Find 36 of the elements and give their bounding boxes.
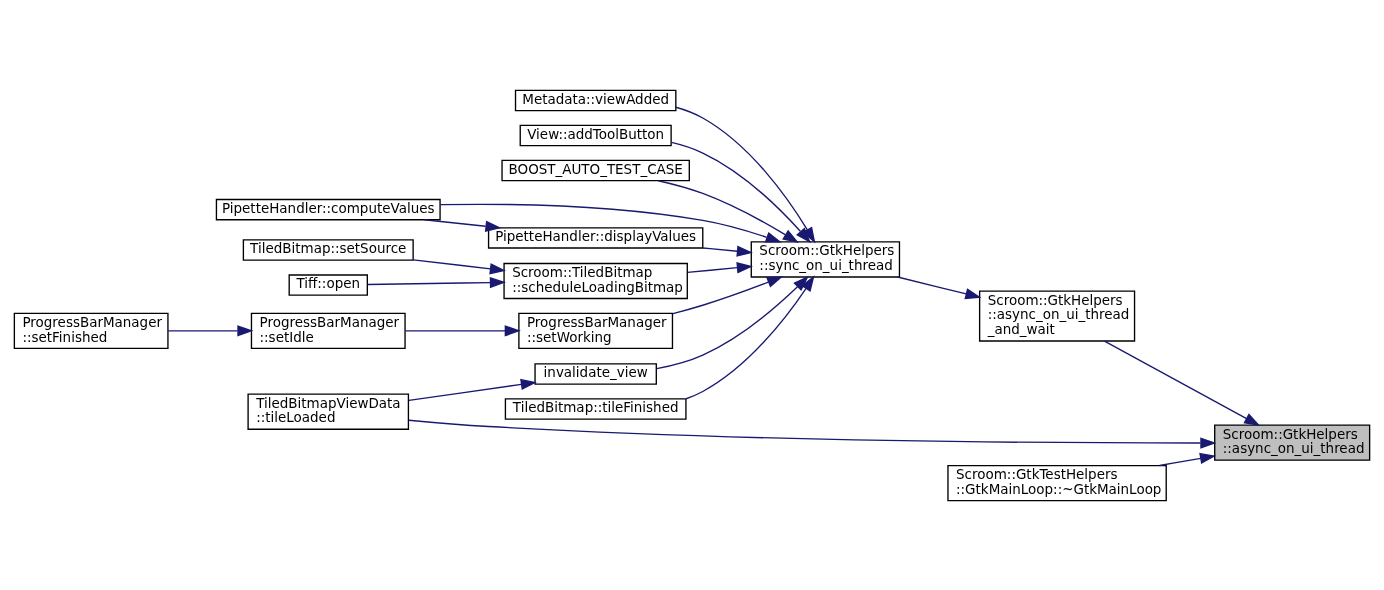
- arrow: [1158, 452, 1217, 466]
- arrow: [685, 274, 815, 399]
- arrow: [408, 378, 537, 401]
- arrow: [672, 275, 784, 314]
- node-box: Scroom::GtkHelpers ::sync_on_ui_thread: [750, 240, 901, 278]
- node-box: PipetteHandler::displayValues: [487, 226, 704, 249]
- node-box: ProgressBarManager ::setWorking: [518, 312, 674, 349]
- node-box: TiledBitmapViewData ::tileLoaded: [247, 393, 410, 430]
- node-box: invalidate_view: [534, 362, 657, 385]
- arrow: [167, 324, 254, 337]
- arrow: [412, 258, 506, 274]
- arrow: [896, 275, 982, 299]
- node-box: Scroom::GtkTestHelpers ::GtkMainLoop::~GtkMainLoop: [947, 464, 1167, 501]
- arrow: [670, 141, 811, 243]
- arrow: [439, 203, 782, 243]
- arrow: [702, 245, 753, 257]
- arrow: [423, 218, 502, 232]
- arrow: [656, 275, 809, 369]
- node-box: BOOST_AUTO_TEST_CASE: [501, 159, 690, 181]
- node-box: Scroom::TiledBitmap ::scheduleLoadingBitmap: [503, 262, 688, 299]
- node-box: ProgressBarManager ::setFinished: [13, 312, 169, 349]
- arrow: [366, 276, 506, 288]
- arrow: [408, 419, 1217, 449]
- node-box: PipetteHandler::computeValues: [215, 198, 441, 220]
- node-box: TiledBitmap::setSource: [242, 238, 414, 261]
- node-box: Scroom::GtkHelpers ::async_on_ui_thread: [1214, 424, 1371, 461]
- node-box: Tiff::open: [288, 273, 368, 296]
- arrow: [686, 261, 753, 273]
- node-box: View::addToolButton: [519, 124, 672, 146]
- node-box: TiledBitmap::tileFinished: [504, 397, 687, 420]
- node-box: ProgressBarManager ::setIdle: [250, 312, 406, 349]
- node-box: Metadata::viewAdded: [514, 89, 677, 111]
- arrow: [404, 324, 521, 337]
- arrow: [657, 179, 799, 243]
- arrow: [1103, 339, 1261, 426]
- node-box: Scroom::GtkHelpers ::async_on_ui_thread _and_wait: [978, 289, 1136, 342]
